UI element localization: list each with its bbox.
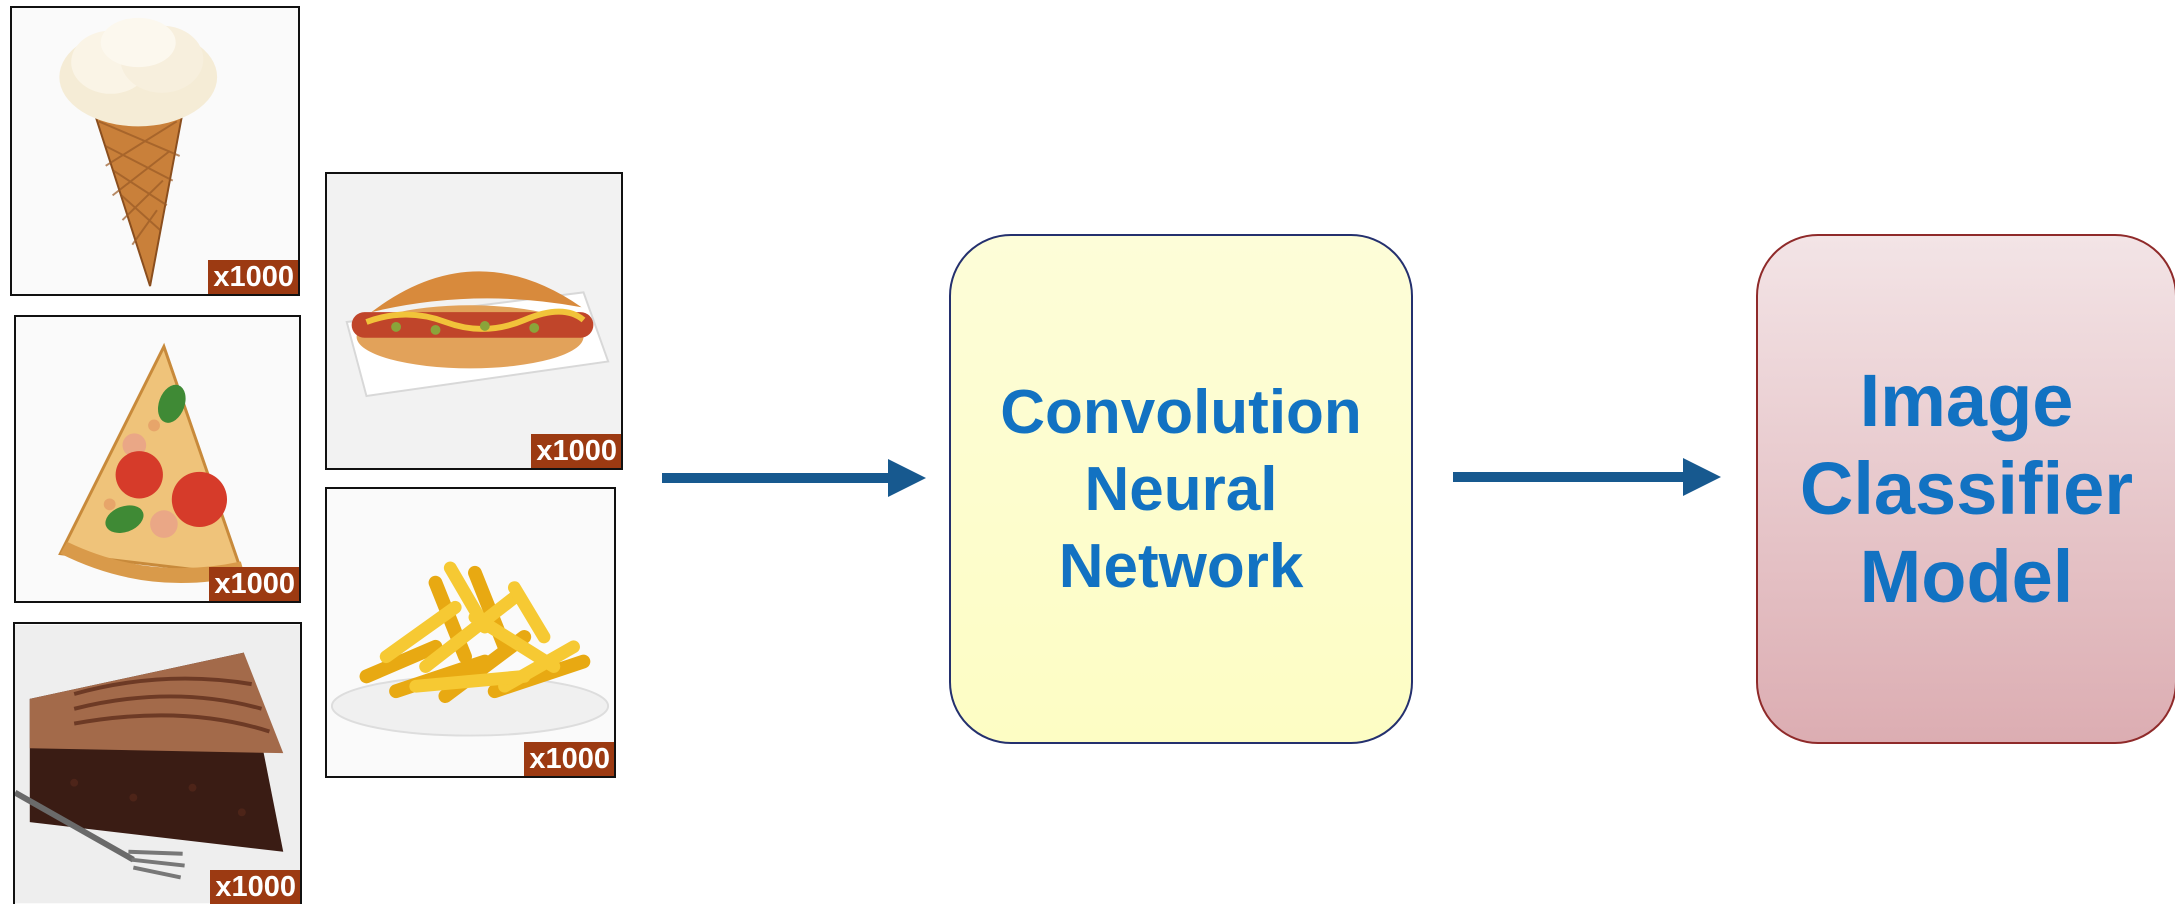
classifier-label-line: Model [1859, 535, 2074, 618]
cnn-label-line: Network [1058, 531, 1304, 601]
cnn-box: Convolution Neural Network [949, 234, 1413, 744]
classifier-box: Image Classifier Model [1756, 234, 2175, 744]
fries-photo: x1000 [325, 487, 616, 778]
ice-cream-photo: x1000 [10, 6, 300, 296]
cnn-label-line: Convolution [1000, 377, 1362, 447]
classifier-label-line: Classifier [1799, 447, 2134, 530]
count-badge: x1000 [524, 742, 614, 776]
arrow-right-icon [662, 459, 926, 497]
cake-photo: x1000 [13, 622, 302, 904]
arrow-right-icon [1453, 458, 1721, 496]
hotdog-icon [327, 174, 621, 468]
count-badge: x1000 [531, 434, 621, 468]
count-badge: x1000 [209, 567, 299, 601]
cnn-label-line: Neural [1084, 454, 1278, 524]
hotdog-photo: x1000 [325, 172, 623, 470]
classifier-label-line: Image [1859, 359, 2074, 442]
count-badge: x1000 [208, 260, 298, 294]
pizza-photo: x1000 [14, 315, 301, 603]
ice-cream-icon [59, 17, 218, 287]
cake-icon [15, 624, 300, 904]
count-badge: x1000 [210, 870, 300, 904]
pizza-icon [58, 342, 245, 584]
fries-icon [330, 561, 610, 737]
